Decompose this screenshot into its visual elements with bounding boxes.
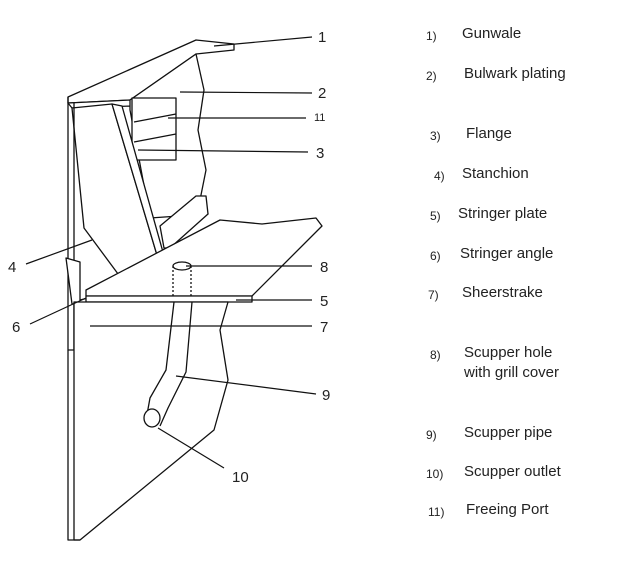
leader-line [157, 427, 225, 469]
legend-label: Gunwale [462, 25, 522, 42]
freeing-port-bar [133, 133, 177, 143]
scupper-hole-side [172, 266, 192, 296]
leader-line [179, 91, 313, 94]
sheerstrake-edge [67, 97, 75, 351]
legend-number: 8) [430, 348, 441, 362]
legend-number: 9) [426, 428, 437, 442]
legend-label: Scupper pipe [464, 424, 553, 441]
legend-number: 7) [428, 288, 439, 302]
callout-number: 2 [318, 85, 326, 102]
callout-number: 10 [232, 469, 249, 486]
leader-line [175, 375, 317, 395]
scupper-outlet-shape [143, 408, 161, 428]
stringer-angle-shape [159, 195, 209, 249]
leader-line [29, 297, 87, 325]
callout-number: 3 [316, 145, 324, 162]
legend-label: Stanchion [462, 165, 529, 182]
legend-label: Scupper hole with grill cover [464, 344, 560, 381]
legend-label: Bulwark plating [464, 65, 566, 82]
scupper-pipe-shape [145, 301, 193, 427]
callout-number: 8 [320, 259, 328, 276]
leader-line [137, 149, 309, 153]
leader-line [25, 239, 93, 265]
legend-label: Stringer plate [458, 205, 548, 222]
legend-number: 11) [428, 505, 445, 519]
leader-line [213, 36, 313, 47]
legend-number: 5) [430, 209, 441, 223]
legend-label: Scupper outlet [464, 463, 561, 480]
callout-number: 7 [320, 319, 328, 336]
legend-number: 1) [426, 29, 437, 43]
legend-label: Flange [466, 125, 512, 142]
callout-number: 5 [320, 293, 328, 310]
legend-label: Freeing Port [466, 501, 549, 518]
legend-number: 6) [430, 249, 441, 263]
legend-number: 3) [430, 129, 441, 143]
callout-number: 9 [322, 387, 330, 404]
freeing-port-bar [133, 113, 177, 123]
legend-label: Sheerstrake [462, 284, 543, 301]
legend-label: Stringer angle [460, 245, 554, 262]
legend-number: 2) [426, 69, 437, 83]
callout-number: 11 [314, 112, 325, 124]
legend-number: 10) [426, 467, 444, 481]
stringer-plate-edge [85, 295, 253, 303]
hull-side [67, 350, 80, 541]
legend-item: 8) Scupper hole with grill cover [420, 343, 639, 383]
legend: 1) Gunwale 2) Bulwark plating 3) Flange … [420, 0, 639, 565]
legend-number: 4) [434, 169, 445, 183]
callout-number: 1 [318, 29, 326, 46]
callout-number: 6 [12, 319, 20, 336]
callout-number: 4 [8, 259, 16, 276]
